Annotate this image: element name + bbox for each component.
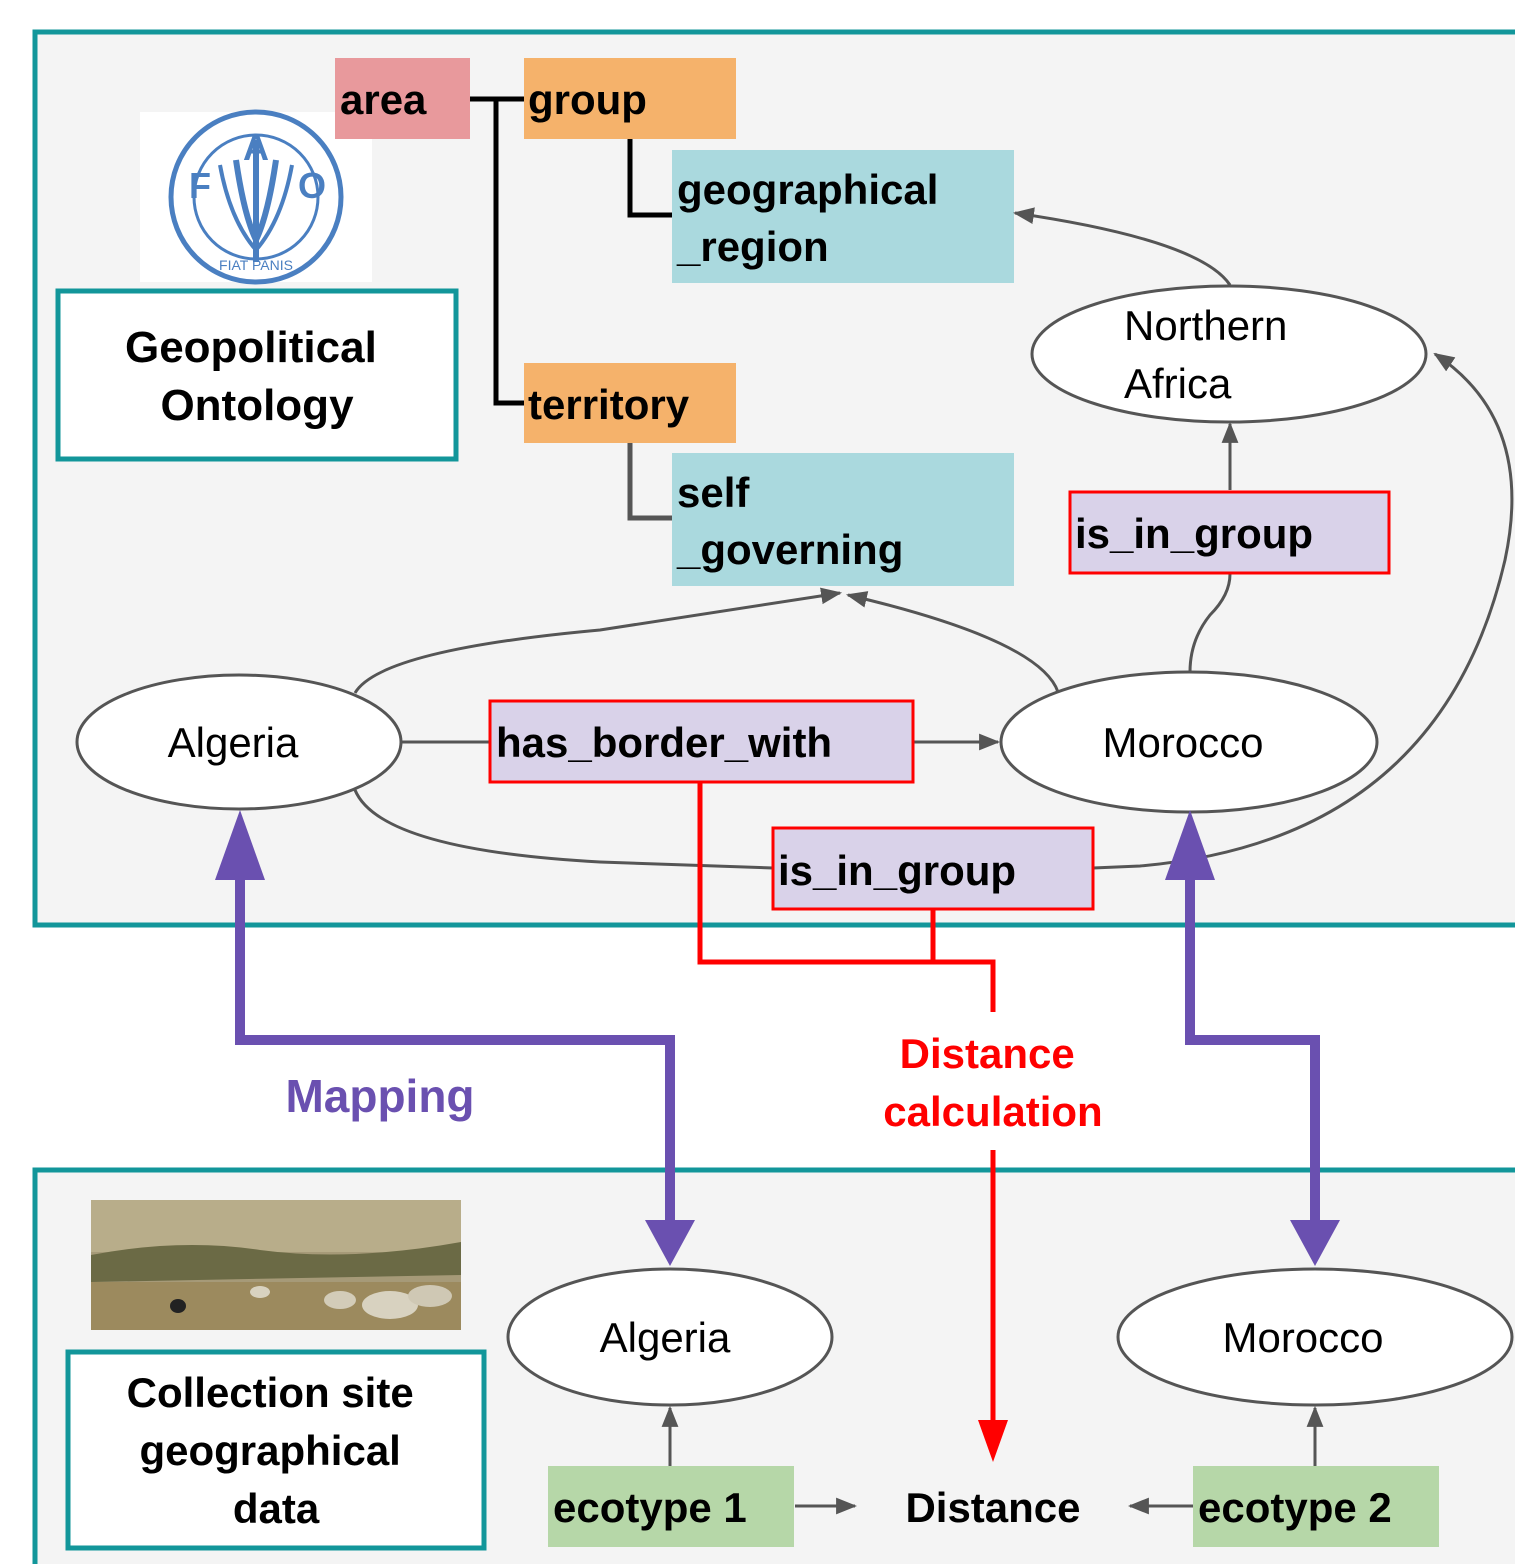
distance-arrow-head xyxy=(978,1420,1008,1462)
ontology-title: Geopolitical Ontology xyxy=(125,323,389,430)
line-morocco-to-is-in-group-top xyxy=(1188,573,1232,673)
instance-morocco-label: Morocco xyxy=(1102,719,1263,766)
collection-title: Collection site geographical data xyxy=(127,1369,426,1532)
distance-calculation-label: Distance calculation xyxy=(883,1030,1102,1135)
logo-letter-a: A xyxy=(243,127,269,168)
relation-is-in-group-top xyxy=(1068,490,1391,575)
mapping-head-morocco-top xyxy=(1165,810,1215,880)
instance-morocco xyxy=(999,670,1379,814)
relation-has-border-with-label: has_border_with xyxy=(496,719,832,766)
ecotype-2-label: ecotype 2 xyxy=(1198,1484,1392,1531)
instance-northern-africa xyxy=(1030,284,1428,424)
instance-northern-africa-label: Northern Africa xyxy=(1124,302,1299,407)
instance-northern-africa-line-1: Northern xyxy=(1124,302,1287,349)
class-self-governing-line-2: _governing xyxy=(676,526,903,573)
collection-title-line-2: geographical xyxy=(139,1427,400,1474)
hierarchy-line-territory-self xyxy=(627,443,672,521)
relation-is-in-group-bottom-label: is_in_group xyxy=(778,847,1016,894)
logo-letter-o: O xyxy=(298,165,326,206)
class-geographical-region-line-1: geographical xyxy=(677,166,938,213)
collection-morocco-label: Morocco xyxy=(1222,1314,1383,1361)
mapping-head-algeria-top xyxy=(215,810,265,880)
sheep-grazing-photo xyxy=(91,1200,461,1330)
instance-algeria-label: Algeria xyxy=(168,719,299,766)
distance-calculation-line-2: calculation xyxy=(883,1088,1102,1135)
class-geographical-region-label: geographical _region xyxy=(676,166,950,270)
class-group-box xyxy=(524,58,736,139)
class-geographical-region-box xyxy=(672,150,1014,283)
arrow-northern-africa-to-region xyxy=(1012,207,1232,286)
ontology-title-line-1: Geopolitical xyxy=(125,323,377,372)
collection-morocco xyxy=(1116,1267,1514,1407)
class-group-label: group xyxy=(528,76,647,123)
logo-letter-f: F xyxy=(189,165,211,206)
hierarchy-line-area-group xyxy=(470,96,524,406)
relation-is-in-group-top-label: is_in_group xyxy=(1075,510,1313,557)
mapping-line-morocco xyxy=(1185,875,1320,1228)
ontology-title-box xyxy=(55,288,459,462)
hierarchy-line-group-region xyxy=(627,139,672,218)
fao-logo: F A O FIAT PANIS xyxy=(140,109,372,285)
arrow-morocco-to-self-governing xyxy=(845,591,1060,693)
logo-motto: FIAT PANIS xyxy=(219,257,293,273)
distance-calculation-line-1: Distance xyxy=(900,1030,1075,1077)
arrow-algeria-to-self-governing xyxy=(353,587,843,694)
collection-title-line-1: Collection site xyxy=(127,1369,414,1416)
ecotype-1-box xyxy=(548,1466,794,1547)
line-algeria-to-is-in-group-bottom xyxy=(353,789,774,870)
arrow-is-in-group-bottom-to-northern-africa xyxy=(1092,352,1514,870)
collection-algeria xyxy=(506,1267,834,1407)
mapping-head-morocco-bottom xyxy=(1290,1220,1340,1266)
class-area-label: area xyxy=(340,76,427,123)
class-geographical-region-line-2: _region xyxy=(676,223,829,270)
instance-northern-africa-line-2: Africa xyxy=(1124,360,1232,407)
ecotype-1-label: ecotype 1 xyxy=(553,1484,747,1531)
mapping-label: Mapping xyxy=(285,1070,474,1122)
relation-has-border-with xyxy=(488,699,915,784)
mapping-head-algeria-bottom xyxy=(645,1220,695,1266)
mapping-line-algeria xyxy=(235,875,675,1228)
class-self-governing-label: self _governing xyxy=(676,469,903,573)
distance-result-label: Distance xyxy=(905,1484,1080,1531)
class-self-governing-box xyxy=(672,453,1014,586)
class-self-governing-line-1: self xyxy=(677,469,750,516)
collection-algeria-label: Algeria xyxy=(600,1314,731,1361)
class-area-box xyxy=(335,58,470,139)
instance-algeria xyxy=(75,673,403,811)
ontology-title-line-2: Ontology xyxy=(160,381,354,430)
class-territory-label: territory xyxy=(528,381,690,428)
distance-connector-from-has-border xyxy=(697,782,996,1012)
collection-title-line-3: data xyxy=(233,1485,320,1532)
collection-title-box xyxy=(65,1349,487,1551)
class-territory-box xyxy=(524,363,736,443)
ecotype-2-box xyxy=(1193,1466,1439,1547)
